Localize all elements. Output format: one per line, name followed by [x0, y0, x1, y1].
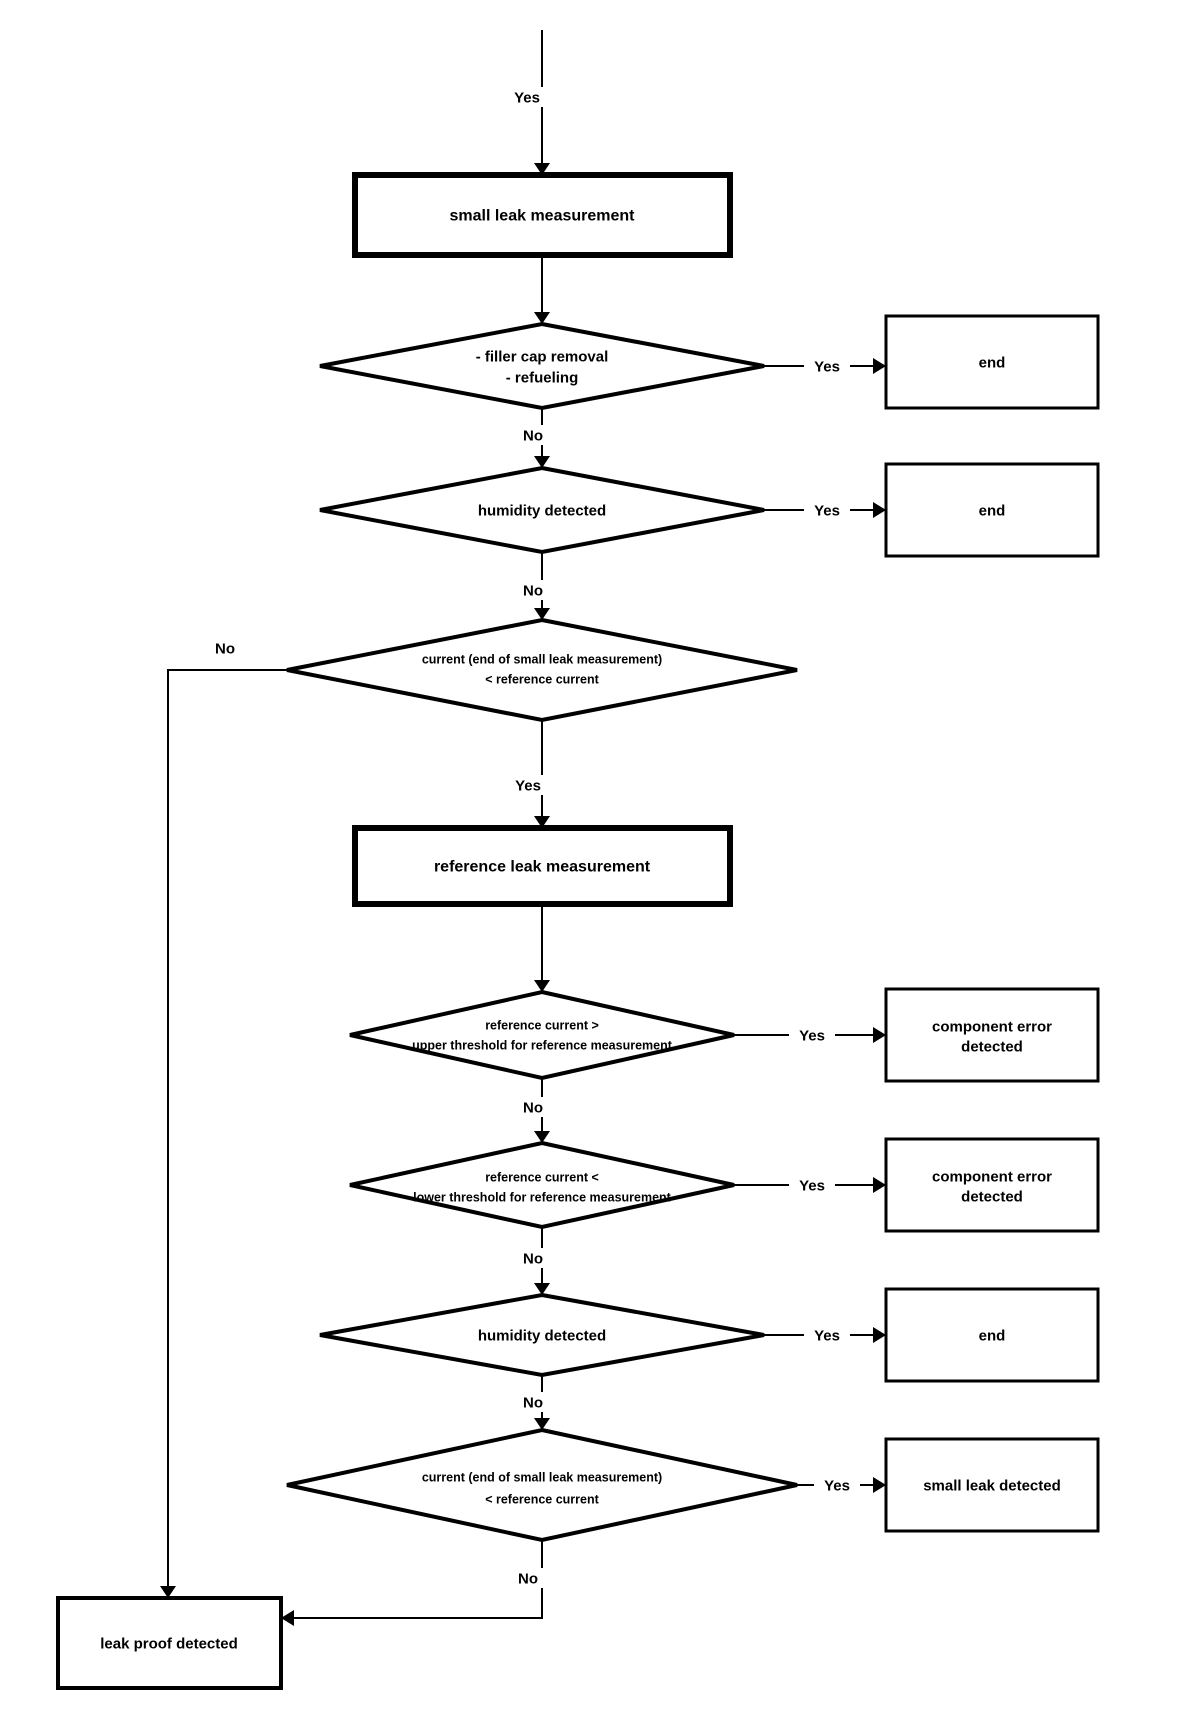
- arrowhead-icon: [160, 1586, 176, 1598]
- arrowhead-icon: [534, 163, 550, 175]
- edge-label-yes: Yes: [799, 1027, 825, 1044]
- edge-d4-yes: Yes: [734, 1025, 886, 1045]
- decision-current-2: current (end of small leak measurement) …: [286, 1427, 798, 1543]
- decision-label-line1: - filler cap removal: [476, 348, 609, 365]
- edge-label-no: No: [518, 1570, 538, 1587]
- edge-d4-no: No: [513, 1078, 553, 1143]
- decision-humidity-2: humidity detected: [319, 1292, 765, 1378]
- edge-label-yes: Yes: [814, 358, 840, 375]
- arrowhead-icon: [534, 1283, 550, 1295]
- arrowhead-icon: [873, 1327, 886, 1343]
- edge-label-yes: Yes: [515, 777, 541, 794]
- edge-label-yes: Yes: [814, 502, 840, 519]
- arrowhead-icon: [281, 1610, 294, 1626]
- edge-d1-yes: Yes: [764, 356, 886, 376]
- terminal-label-line2: detected: [961, 1038, 1023, 1055]
- arrowhead-icon: [534, 312, 550, 324]
- arrowhead-icon: [534, 456, 550, 468]
- edge-d2-no: No: [513, 552, 553, 620]
- decision-label-line2: upper threshold for reference measuremen…: [412, 1038, 673, 1052]
- process-label: reference leak measurement: [434, 859, 651, 876]
- decision-label-line1: current (end of small leak measurement): [422, 1470, 662, 1484]
- edge-d2-yes: Yes: [764, 500, 886, 520]
- arrowhead-icon: [534, 1418, 550, 1430]
- terminal-label: end: [979, 1327, 1006, 1344]
- terminal-small-leak-detected: small leak detected: [884, 1437, 1100, 1533]
- terminal-component-error-2: component error detected: [884, 1137, 1100, 1233]
- edge-d7-no: No: [281, 1540, 548, 1626]
- arrowhead-icon: [534, 608, 550, 620]
- edge-d5-yes: Yes: [734, 1175, 886, 1195]
- process-label: small leak measurement: [450, 208, 636, 225]
- arrowhead-icon: [534, 980, 550, 992]
- edge-label-yes-start: Yes: [514, 89, 540, 106]
- terminal-label: end: [979, 502, 1006, 519]
- edge-process1-d1: [534, 255, 550, 324]
- decision-label-line2: < reference current: [485, 672, 599, 686]
- decision-current-1: current (end of small leak measurement) …: [286, 617, 798, 723]
- process-reference-leak-measurement: reference leak measurement: [352, 825, 733, 907]
- edge-label-yes: Yes: [814, 1327, 840, 1344]
- decision-label-line2: - refueling: [506, 369, 579, 386]
- terminal-leak-proof-detected: leak proof detected: [56, 1596, 283, 1690]
- edge-d3-no-return: No: [160, 640, 287, 1598]
- edge-label-no: No: [523, 1099, 543, 1116]
- decision-filler-cap-refueling: - filler cap removal - refueling: [319, 321, 765, 411]
- terminal-label-line1: component error: [932, 1168, 1052, 1185]
- edge-start-yes: Yes: [505, 30, 550, 175]
- arrowhead-icon: [873, 1177, 886, 1193]
- decision-label-line1: current (end of small leak measurement): [422, 652, 662, 666]
- decision-label-line1: reference current >: [485, 1018, 599, 1032]
- decision-upper-threshold: reference current > upper threshold for …: [349, 989, 735, 1081]
- edge-d6-yes: Yes: [764, 1325, 886, 1345]
- terminal-label: small leak detected: [923, 1477, 1061, 1494]
- terminal-component-error-1: component error detected: [884, 987, 1100, 1083]
- terminal-end-1: end: [884, 314, 1100, 410]
- decision-label-line2: lower threshold for reference measuremen…: [413, 1190, 672, 1204]
- decision-label-line2: < reference current: [485, 1492, 599, 1506]
- arrowhead-icon: [534, 816, 550, 828]
- decision-label: humidity detected: [478, 1327, 606, 1344]
- decision-label-line1: reference current <: [485, 1170, 599, 1184]
- decision-label: humidity detected: [478, 502, 606, 519]
- edge-label-no: No: [523, 582, 543, 599]
- edge-label-no: No: [215, 640, 235, 657]
- edge-label-yes: Yes: [799, 1177, 825, 1194]
- arrowhead-icon: [873, 358, 886, 374]
- arrowhead-icon: [873, 1027, 886, 1043]
- terminal-end-2: end: [884, 462, 1100, 558]
- decision-humidity-1: humidity detected: [319, 465, 765, 555]
- terminal-label-line1: component error: [932, 1018, 1052, 1035]
- edge-label-no: No: [523, 1394, 543, 1411]
- arrowhead-icon: [873, 1477, 886, 1493]
- arrowhead-icon: [873, 502, 886, 518]
- edge-d1-no: No: [513, 408, 553, 468]
- edge-d6-no: No: [513, 1375, 553, 1430]
- process-small-leak-measurement: small leak measurement: [352, 172, 733, 258]
- terminal-label: end: [979, 354, 1006, 371]
- edge-d5-no: No: [513, 1227, 553, 1295]
- terminal-label-line2: detected: [961, 1188, 1023, 1205]
- edge-d3-yes: Yes: [506, 720, 550, 828]
- arrowhead-icon: [534, 1131, 550, 1143]
- edge-label-yes: Yes: [824, 1477, 850, 1494]
- decision-lower-threshold: reference current < lower threshold for …: [349, 1140, 735, 1230]
- edge-d7-yes: Yes: [797, 1475, 886, 1495]
- edge-label-no: No: [523, 427, 543, 444]
- edge-label-no: No: [523, 1250, 543, 1267]
- terminal-end-3: end: [884, 1287, 1100, 1383]
- terminal-label: leak proof detected: [100, 1635, 238, 1652]
- edge-process2-d4: [534, 904, 550, 992]
